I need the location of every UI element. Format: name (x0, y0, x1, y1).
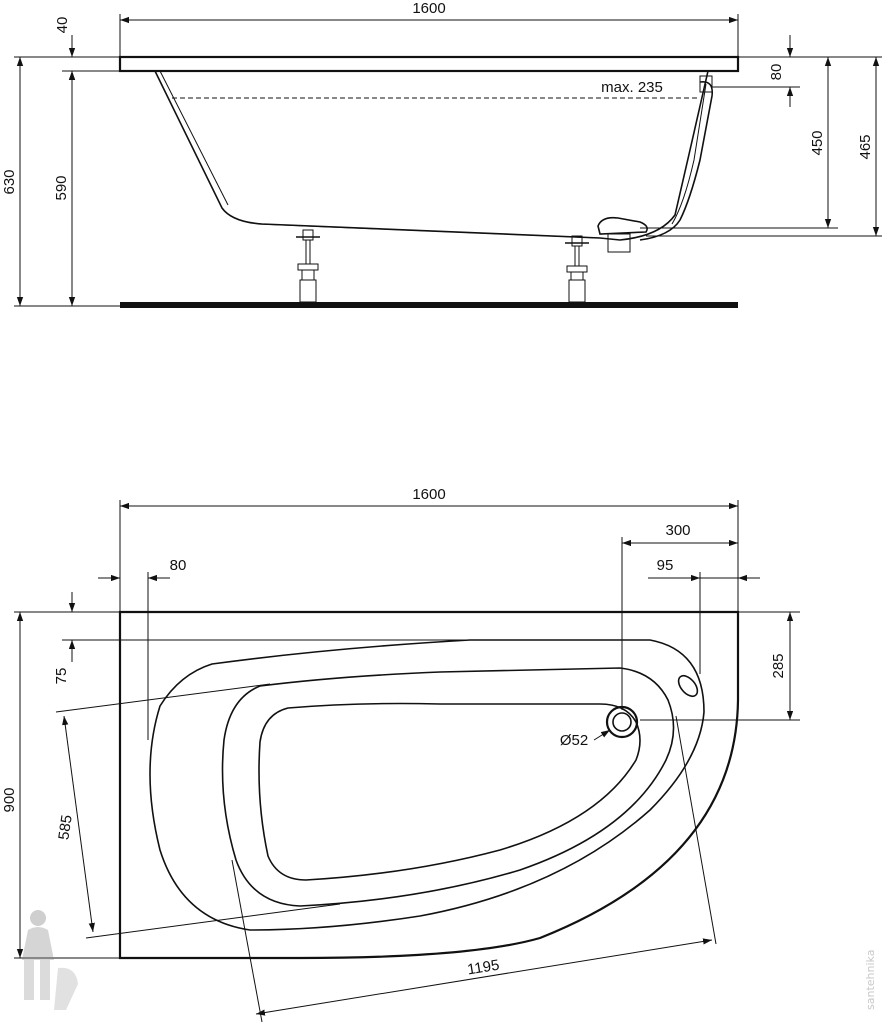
plan-bowl-inner (258, 702, 641, 881)
plan-width-label: 1600 (412, 486, 445, 503)
side-drain-body (607, 233, 631, 253)
plan-bowl-middle (221, 667, 675, 907)
side-overflow-cap (699, 75, 713, 93)
plan-inner-width-label: 585 (55, 814, 75, 841)
side-tub-body (154, 70, 709, 241)
plan-drain-offset-label: 300 (665, 522, 690, 539)
plan-drain-outer (605, 705, 639, 739)
plan-drain-diameter-label: Ø52 (560, 732, 588, 749)
side-drain-height-label: 450 (809, 130, 826, 155)
plan-depth-label: 900 (1, 787, 18, 812)
side-rim (118, 55, 740, 73)
plan-drain-depth-label: 285 (770, 653, 787, 678)
side-tub-inner (159, 70, 229, 206)
side-overflow-pipe-2 (671, 83, 707, 225)
plan-drain-inner (612, 712, 632, 732)
side-floor (120, 302, 738, 308)
side-foot-left (296, 229, 320, 303)
plan-view: 1600 300 95 80 75 285 900 (1, 486, 800, 1023)
side-width-label: 1600 (412, 0, 445, 17)
side-rim-thickness-label: 40 (54, 17, 71, 34)
side-overflow-pipe (639, 80, 714, 241)
plan-inner-length-label: 1195 (466, 957, 501, 979)
side-view: 1600 40 630 590 80 max. 235 450 465 (1, 0, 882, 308)
side-tub-base (257, 223, 601, 239)
side-height-to-rim-label: 590 (53, 175, 70, 200)
plan-left-rim-label: 80 (170, 557, 187, 574)
side-foot-right (565, 235, 589, 303)
side-drain-siphon (597, 216, 648, 235)
side-total-height-label: 630 (1, 169, 18, 194)
plan-bowl-outer (149, 639, 705, 931)
watermark-text: santehnika (864, 950, 877, 1010)
side-max-water-label: max. 235 (601, 79, 663, 96)
plan-top-rim-label: 75 (53, 668, 70, 685)
plan-overflow (677, 674, 699, 698)
side-overflow-offset-label: 80 (768, 64, 785, 81)
plumber-logo-icon (22, 910, 78, 1010)
plan-overflow-offset-label: 95 (657, 557, 674, 574)
side-outlet-height-label: 465 (857, 134, 874, 159)
